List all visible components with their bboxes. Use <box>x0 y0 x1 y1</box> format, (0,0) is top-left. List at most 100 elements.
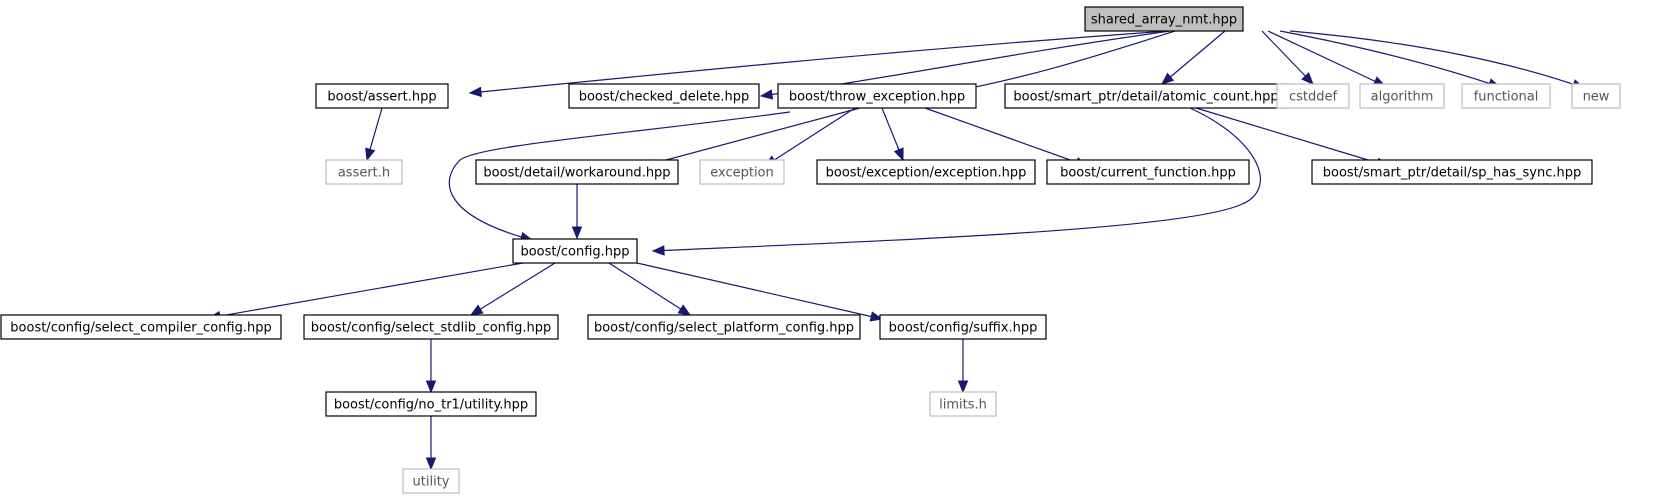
edge-line <box>469 30 1169 94</box>
node-label: boost/config.hpp <box>520 245 629 260</box>
edge-line <box>208 262 524 319</box>
edge-arrowhead <box>425 380 437 394</box>
node-label: boost/detail/workaround.hpp <box>483 166 670 181</box>
edge-arrowhead <box>1301 72 1314 85</box>
node-throw_exception[interactable]: boost/throw_exception.hpp <box>777 83 977 109</box>
node-exception_hpp[interactable]: boost/exception/exception.hpp <box>816 159 1036 185</box>
edge-line <box>1195 107 1389 167</box>
edge-line <box>1279 30 1501 88</box>
edge-root-to-assert_hpp <box>468 30 1169 98</box>
node-box <box>1084 6 1244 32</box>
node-assert_h: assert.h <box>325 159 403 185</box>
node-label: boost/config/suffix.hpp <box>889 321 1038 336</box>
node-limits_h: limits.h <box>929 391 997 417</box>
edge-line <box>448 111 791 241</box>
edge-arrowhead <box>469 304 484 316</box>
node-atomic_count[interactable]: boost/smart_ptr/detail/atomic_count.hpp <box>1004 83 1288 109</box>
node-label: boost/throw_exception.hpp <box>789 90 965 105</box>
edge-config-to-sel_platform <box>608 262 692 316</box>
node-box <box>587 314 861 340</box>
node-label: limits.h <box>939 398 987 413</box>
node-box <box>1046 159 1250 185</box>
node-label: boost/checked_delete.hpp <box>579 90 750 105</box>
node-root[interactable]: shared_array_nmt.hpp <box>1084 6 1244 32</box>
node-box <box>402 468 460 494</box>
node-label: boost/current_function.hpp <box>1060 166 1236 181</box>
node-label: boost/smart_ptr/detail/sp_has_sync.hpp <box>1323 166 1581 181</box>
node-box <box>1571 83 1621 109</box>
edge-root-to-atomic_count <box>1160 30 1226 85</box>
edge-root-to-functional <box>1279 30 1502 89</box>
edge-arrowhead <box>893 147 904 162</box>
node-box <box>1276 83 1350 109</box>
edge-arrowhead <box>869 311 884 322</box>
edge-line <box>1289 30 1585 89</box>
edge-throw_exception-to-exception_hpp <box>881 107 904 162</box>
node-suffix[interactable]: boost/config/suffix.hpp <box>879 314 1047 340</box>
edge-throw_exception-to-exception <box>763 107 856 167</box>
edge-no_tr1_utility-to-utility <box>425 416 437 471</box>
node-label: boost/assert.hpp <box>327 90 436 105</box>
node-box <box>1311 159 1593 185</box>
node-exception: exception <box>699 159 785 185</box>
node-label: functional <box>1474 90 1539 105</box>
node-label: assert.h <box>338 166 390 181</box>
edge-line <box>470 262 556 316</box>
node-label: exception <box>710 166 774 181</box>
node-label: cstddef <box>1289 90 1338 105</box>
node-config[interactable]: boost/config.hpp <box>512 238 638 264</box>
edge-root-to-new <box>1289 30 1586 90</box>
node-sel_stdlib[interactable]: boost/config/select_stdlib_config.hpp <box>303 314 559 340</box>
node-box <box>1461 83 1551 109</box>
node-sel_compiler[interactable]: boost/config/select_compiler_config.hpp <box>0 314 282 340</box>
node-assert_hpp[interactable]: boost/assert.hpp <box>315 83 449 109</box>
edge-line <box>764 107 856 167</box>
edge-root-to-cstddef <box>1261 30 1314 85</box>
node-current_function[interactable]: boost/current_function.hpp <box>1046 159 1250 185</box>
node-algorithm: algorithm <box>1359 83 1445 109</box>
node-box <box>929 391 997 417</box>
node-box <box>325 159 403 185</box>
node-sel_platform[interactable]: boost/config/select_platform_config.hpp <box>587 314 861 340</box>
edge-arrowhead <box>957 380 969 394</box>
edge-arrowhead <box>365 147 376 162</box>
node-box <box>325 391 537 417</box>
node-label: utility <box>413 475 450 490</box>
node-no_tr1_utility[interactable]: boost/config/no_tr1/utility.hpp <box>325 391 537 417</box>
edge-workaround-to-config <box>571 184 583 240</box>
node-checked_delete[interactable]: boost/checked_delete.hpp <box>568 83 760 109</box>
node-functional: functional <box>1461 83 1551 109</box>
node-box <box>568 83 760 109</box>
edge-arrowhead <box>651 245 665 256</box>
edge-line <box>652 107 1261 252</box>
node-label: boost/config/no_tr1/utility.hpp <box>334 398 528 413</box>
node-box <box>777 83 977 109</box>
edge-line <box>636 262 883 320</box>
node-new: new <box>1571 83 1621 109</box>
node-workaround[interactable]: boost/detail/workaround.hpp <box>475 159 679 185</box>
node-box <box>1359 83 1445 109</box>
edge-atomic_count-to-sp_has_sync <box>1195 107 1390 168</box>
node-box <box>0 314 282 340</box>
edge-line <box>1267 30 1386 87</box>
edge-atomic_count-to-config <box>651 107 1261 256</box>
edge-arrowhead <box>1160 72 1175 85</box>
edge-throw_exception-to-current_function <box>924 107 1089 168</box>
node-label: boost/config/select_compiler_config.hpp <box>10 321 271 336</box>
edge-line <box>639 107 861 168</box>
node-sp_has_sync[interactable]: boost/smart_ptr/detail/sp_has_sync.hpp <box>1311 159 1593 185</box>
node-utility: utility <box>402 468 460 494</box>
node-label: boost/exception/exception.hpp <box>826 166 1027 181</box>
edge-arrowhead <box>425 457 437 471</box>
node-label: shared_array_nmt.hpp <box>1091 13 1237 28</box>
node-cstddef: cstddef <box>1276 83 1350 109</box>
edge-line <box>608 262 691 316</box>
node-label: algorithm <box>1371 90 1434 105</box>
edge-arrowhead <box>677 304 692 316</box>
node-box <box>303 314 559 340</box>
node-box <box>816 159 1036 185</box>
node-box <box>512 238 638 264</box>
node-box <box>315 83 449 109</box>
node-label: boost/config/select_platform_config.hpp <box>594 321 854 336</box>
